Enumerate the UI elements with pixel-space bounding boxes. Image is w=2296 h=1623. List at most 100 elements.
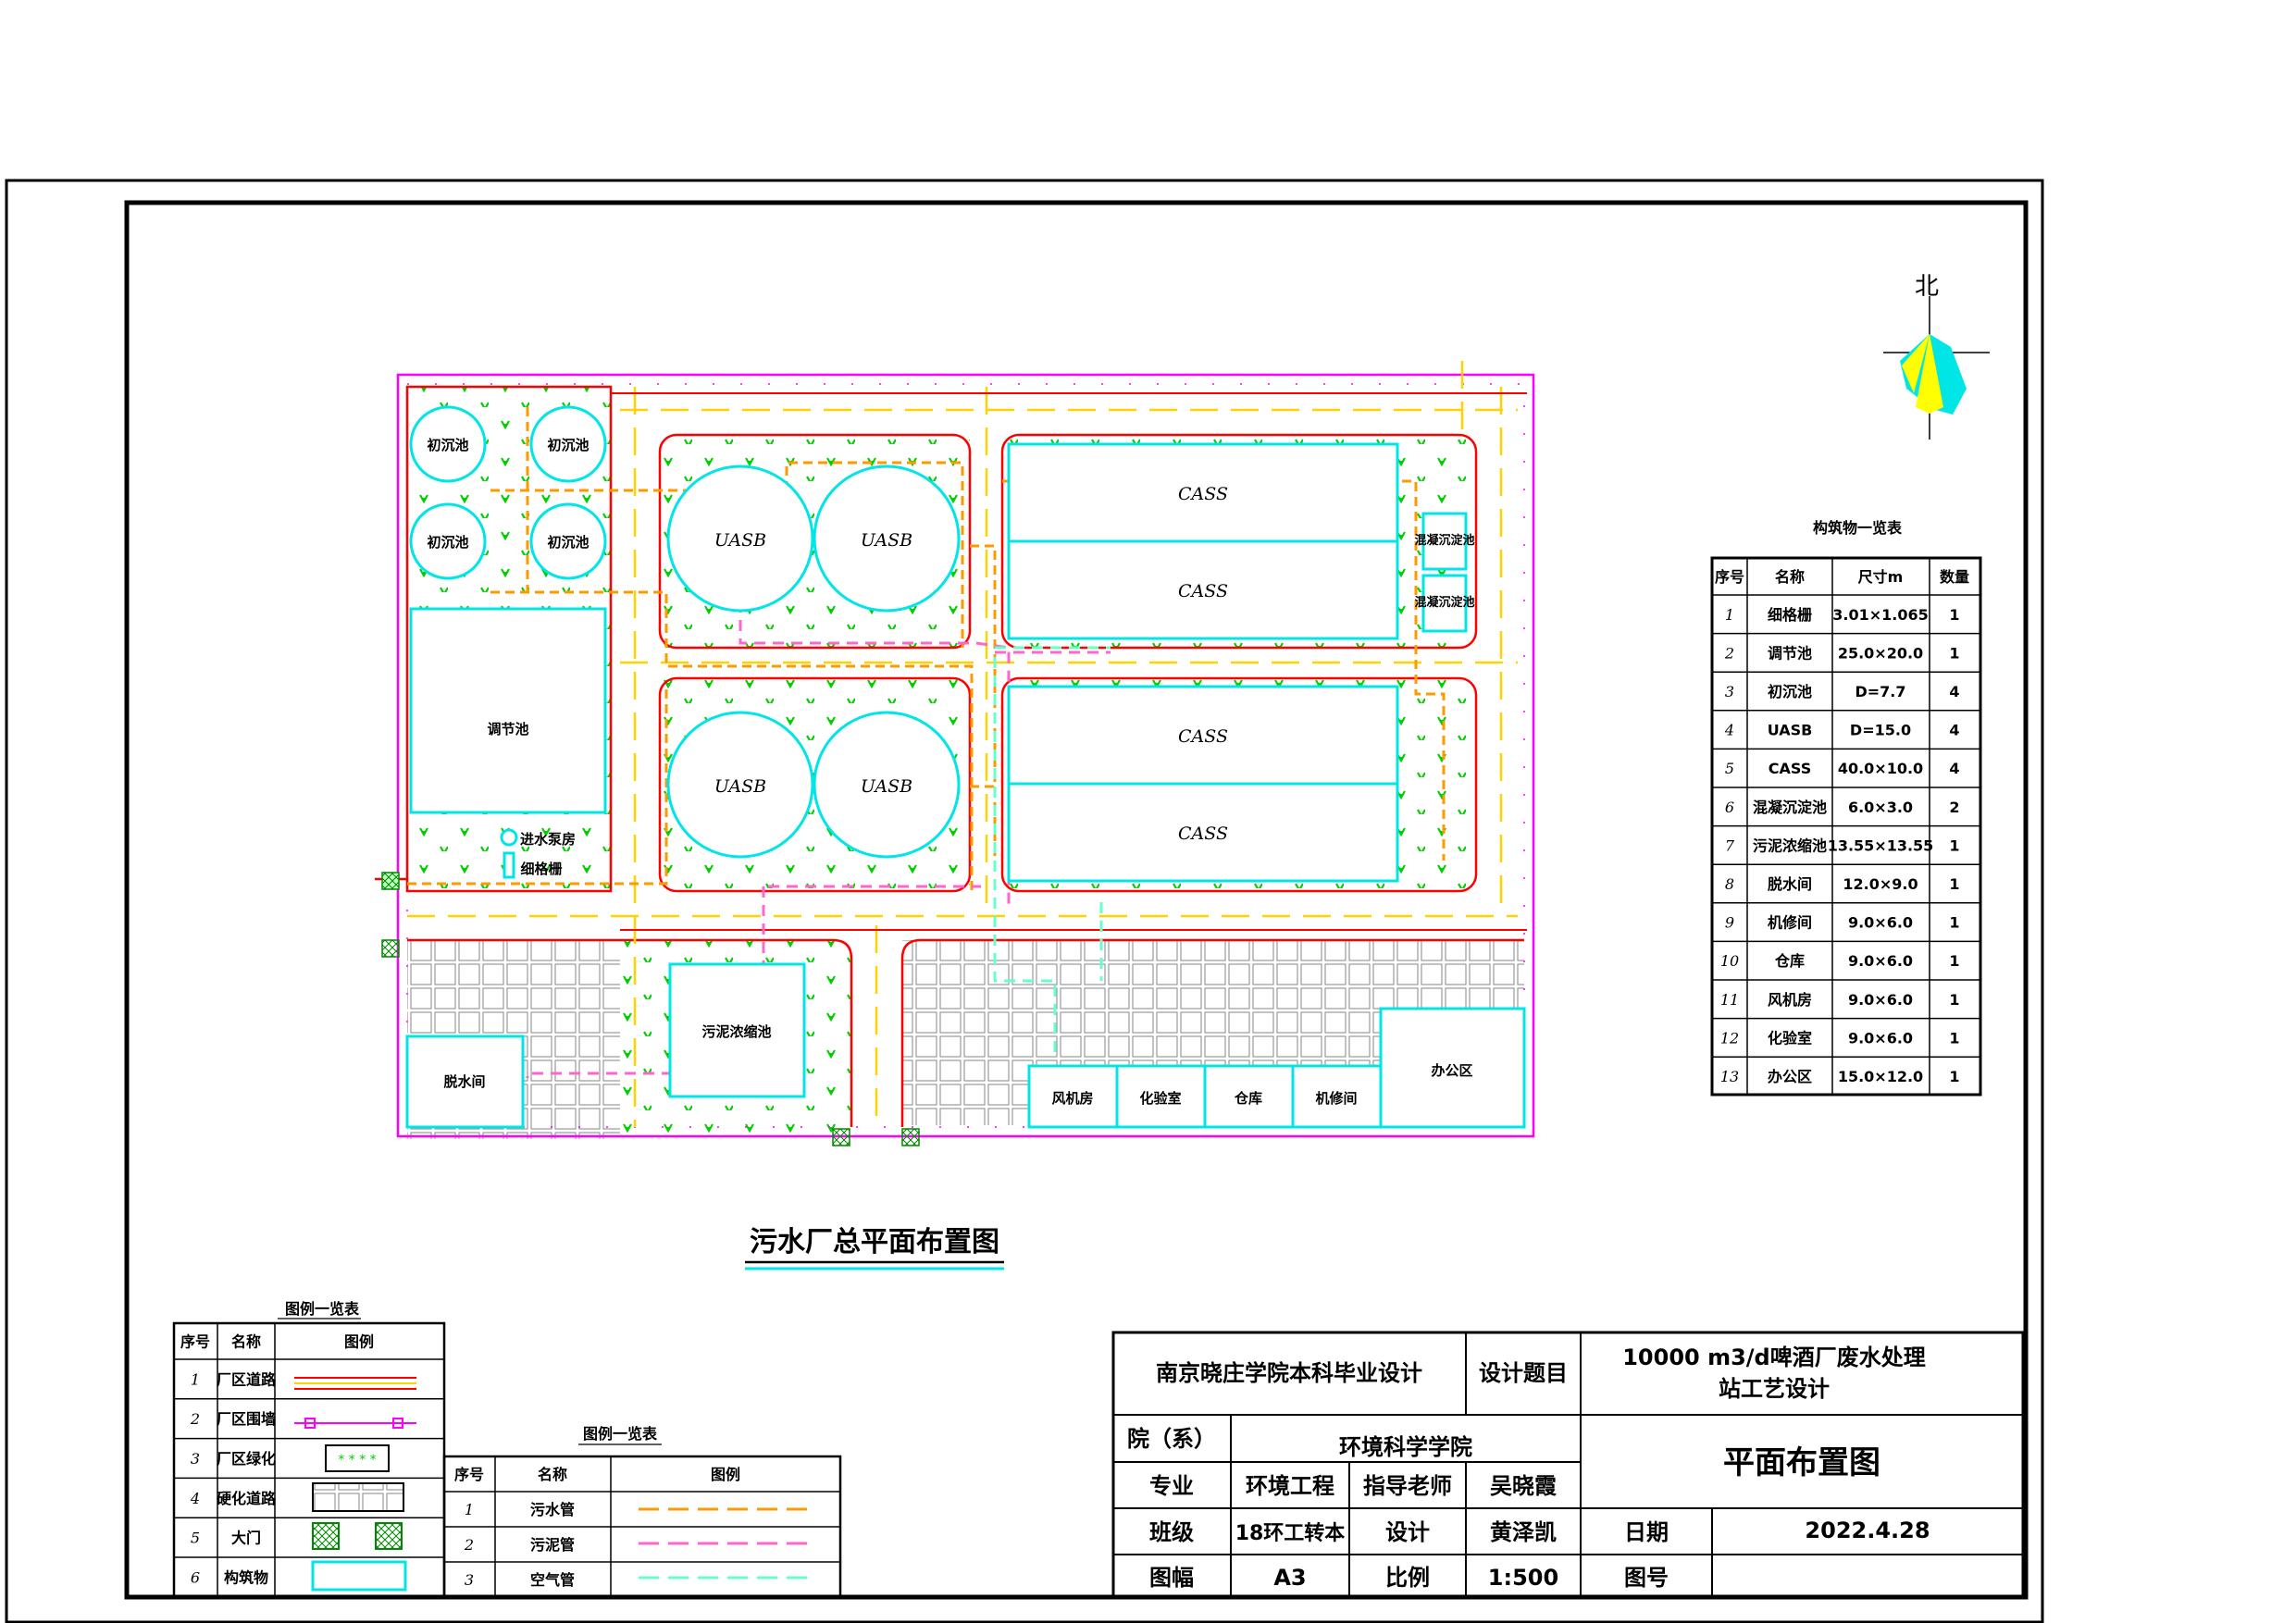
label-bangong: 办公区 — [1431, 1062, 1472, 1079]
structures-cell-10-3: 1 — [1949, 991, 1959, 1009]
structures-cell-0-1: 细格栅 — [1768, 606, 1812, 624]
legend1-cell-0-1: 厂区道路 — [217, 1370, 277, 1388]
tb-major-label: 专业 — [1149, 1473, 1194, 1499]
tb-class-label: 班级 — [1149, 1519, 1194, 1545]
gate-west — [382, 873, 399, 889]
legend1-cell-5-0: 6 — [191, 1568, 200, 1586]
intake-pump — [500, 828, 518, 847]
road-block-cass-north — [1000, 433, 1478, 650]
gate-southwest — [381, 939, 400, 958]
structures-cell-3-0: 4 — [1724, 722, 1734, 739]
label-uasb-1: UASB — [714, 530, 766, 551]
structures-cell-5-0: 6 — [1725, 799, 1734, 816]
structures-header-2: 尺寸m — [1858, 568, 1904, 586]
legend1-header-0: 序号 — [180, 1333, 210, 1351]
label-uasb-4: UASB — [861, 776, 912, 797]
tb-date: 2022.4.28 — [1805, 1518, 1930, 1543]
structures-header-0: 序号 — [1715, 568, 1744, 586]
structures-cell-7-2: 12.0×9.0 — [1843, 875, 1917, 893]
label-hunning-2: 混凝沉淀池 — [1414, 595, 1474, 610]
tb-advisor: 吴晓霞 — [1490, 1473, 1558, 1499]
tb-designer: 黄泽凯 — [1490, 1519, 1557, 1545]
structures-cell-11-2: 9.0×6.0 — [1848, 1029, 1913, 1047]
structures-cell-8-2: 9.0×6.0 — [1848, 914, 1913, 932]
structures-cell-1-3: 1 — [1949, 644, 1959, 662]
legend2-cell-1-0: 2 — [464, 1536, 474, 1554]
label-uasb-3: UASB — [714, 776, 766, 797]
structures-cell-2-2: D=7.7 — [1855, 683, 1905, 700]
legend1-cell-1-0: 2 — [190, 1410, 200, 1428]
legend2-cell-2-0: 3 — [465, 1571, 474, 1589]
structures-cell-9-1: 仓库 — [1774, 952, 1805, 970]
label-uasb-2: UASB — [861, 530, 912, 551]
structures-cell-11-3: 1 — [1949, 1029, 1959, 1047]
repair-shop — [1291, 1064, 1383, 1129]
structures-cell-3-2: D=15.0 — [1850, 722, 1911, 739]
structures-cell-9-2: 9.0×6.0 — [1848, 952, 1913, 970]
structures-cell-10-1: 风机房 — [1768, 991, 1812, 1009]
tb-scale: 1:500 — [1488, 1565, 1558, 1591]
primary-settling-tank-2 — [529, 405, 607, 483]
structures-cell-6-2: 13.55×13.55 — [1828, 836, 1934, 854]
structures-cell-12-1: 办公区 — [1768, 1068, 1812, 1085]
label-geshan: 细格栅 — [520, 861, 562, 877]
road-centerlines — [407, 361, 1518, 1127]
structures-cell-0-0: 1 — [1725, 606, 1734, 624]
tb-drawing-name: 平面布置图 — [1723, 1444, 1880, 1481]
title-block: 南京晓庄学院本科毕业设计 设计题目 10000 m3/d啤酒厂废水处理 站工艺设… — [1111, 1331, 2025, 1599]
structures-cell-1-1: 调节池 — [1768, 644, 1812, 662]
structures-cell-4-1: CASS — [1769, 760, 1811, 777]
coagulation-tank-2 — [1421, 574, 1468, 633]
label-wuni: 污泥浓缩池 — [701, 1023, 771, 1040]
office-area — [1379, 1007, 1526, 1129]
legend1-cell-4-1: 大门 — [231, 1530, 261, 1547]
tb-date-label: 日期 — [1624, 1519, 1669, 1545]
structures-cell-9-3: 1 — [1949, 952, 1959, 970]
structures-cell-4-3: 4 — [1949, 760, 1959, 777]
legend1-title: 图例一览表 — [285, 1300, 360, 1318]
sludge-thickener — [668, 962, 806, 1098]
tb-scale-label: 比例 — [1385, 1565, 1430, 1591]
plant-wall — [396, 373, 1535, 1138]
structures-cell-9-0: 10 — [1720, 952, 1739, 970]
tb-dept-label: 院（系） — [1127, 1426, 1216, 1452]
air-pipe — [993, 646, 1111, 1055]
legend1-header-2: 图例 — [344, 1333, 374, 1351]
label-hunning-1: 混凝沉淀池 — [1414, 533, 1474, 548]
structures-cell-8-0: 9 — [1725, 914, 1734, 932]
structures-header-3: 数量 — [1940, 568, 1969, 586]
label-cass-3: CASS — [1178, 726, 1228, 747]
uasb-reactor-3 — [666, 711, 814, 859]
svg-text:* * * *: * * * * — [338, 1453, 376, 1468]
tb-size: A3 — [1273, 1565, 1306, 1591]
structures-cell-8-1: 机修间 — [1768, 914, 1812, 932]
tb-topic-line1: 10000 m3/d啤酒厂废水处理 — [1622, 1344, 1926, 1370]
legend2-cell-0-1: 污水管 — [530, 1501, 575, 1518]
label-chuchen-2: 初沉池 — [547, 437, 589, 453]
cass-tank-4 — [1007, 782, 1399, 883]
label-cass-1: CASS — [1178, 484, 1228, 504]
tb-class: 18环工转本 — [1235, 1521, 1346, 1545]
label-chuchen-3: 初沉池 — [427, 534, 468, 551]
gate-south-2 — [901, 1128, 920, 1146]
gate-south-1 — [832, 1128, 850, 1146]
site-plan: 初沉池 初沉池 初沉池 初沉池 调节池 进水泵房 细格栅 混凝沉淀池 混凝沉淀池… — [375, 361, 1535, 1146]
structures-cell-2-0: 3 — [1725, 683, 1734, 700]
structures-cell-6-1: 污泥浓缩池 — [1753, 836, 1827, 854]
road-block-uasb-south — [658, 676, 972, 893]
legend1-cell-3-0: 4 — [190, 1490, 200, 1507]
legend2-cell-0-0: 1 — [465, 1501, 474, 1518]
north-label: 北 — [1915, 273, 1939, 301]
label-jixiu: 机修间 — [1315, 1090, 1357, 1107]
cass-tank-1 — [1007, 442, 1399, 543]
warehouse — [1203, 1064, 1295, 1129]
structures-cell-12-2: 15.0×12.0 — [1838, 1068, 1923, 1085]
tb-design-label: 设计 — [1385, 1519, 1430, 1545]
structures-cell-6-3: 1 — [1949, 836, 1959, 854]
structures-cell-10-2: 9.0×6.0 — [1848, 991, 1913, 1009]
structures-cell-11-0: 12 — [1720, 1029, 1739, 1047]
